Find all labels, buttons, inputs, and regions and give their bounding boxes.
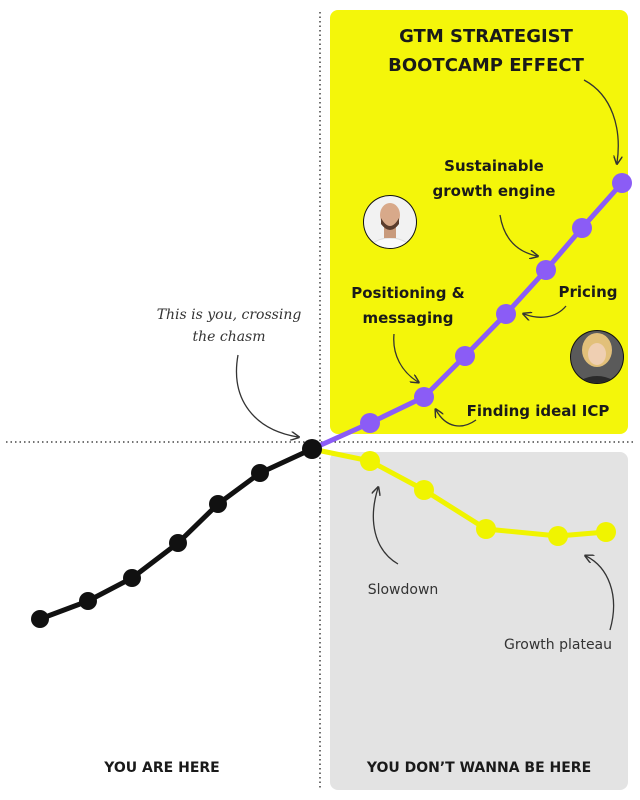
- label-slowdown: Slowdown: [368, 582, 439, 598]
- yellow-point: [414, 480, 434, 500]
- purple-point: [496, 304, 516, 324]
- yellow-point: [548, 526, 568, 546]
- arrow-positioning: [393, 333, 418, 382]
- label-sustainable-1: Sustainable: [444, 157, 544, 175]
- annotation-arrows: [236, 79, 619, 631]
- label-finding-icp: Finding ideal ICP: [467, 402, 610, 420]
- arrow-slowdown: [373, 488, 399, 565]
- black-points: [31, 464, 269, 628]
- label-you-1: This is you, crossing: [157, 307, 302, 323]
- yellow-point: [476, 519, 496, 539]
- purple-point: [572, 218, 592, 238]
- chasm-crossing-point: [302, 439, 322, 459]
- arrow-finding-icp: [436, 410, 477, 427]
- purple-point: [360, 413, 380, 433]
- label-growth-plateau: Growth plateau: [504, 637, 612, 653]
- purple-point: [455, 346, 475, 366]
- arrow-pricing: [524, 305, 567, 317]
- arrow-plateau: [586, 556, 615, 631]
- purple-point: [414, 387, 434, 407]
- black-point: [251, 464, 269, 482]
- yellow-point: [360, 451, 380, 471]
- label-positioning-1: Positioning &: [351, 284, 465, 302]
- black-point: [209, 495, 227, 513]
- footer-dont-wanna-be-here: YOU DON’T WANNA BE HERE: [366, 760, 591, 776]
- purple-points: [360, 173, 632, 433]
- label-pricing: Pricing: [559, 283, 618, 301]
- yellow-points: [360, 451, 616, 546]
- woman-avatar: [570, 330, 624, 384]
- black-growth-line: [39, 446, 314, 622]
- success-panel: [330, 10, 628, 434]
- arrow-you: [236, 354, 298, 437]
- black-point: [123, 569, 141, 587]
- black-point: [169, 534, 187, 552]
- label-sustainable-2: growth engine: [433, 182, 556, 200]
- label-positioning-2: messaging: [362, 309, 453, 327]
- black-point: [79, 592, 97, 610]
- black-point: [31, 610, 49, 628]
- label-you-2: the chasm: [192, 329, 265, 345]
- title-line-1: GTM STRATEGIST: [399, 26, 574, 47]
- arrow-title: [583, 79, 618, 163]
- man-avatar: [363, 195, 417, 249]
- purple-point: [536, 260, 556, 280]
- title-line-2: BOOTCAMP EFFECT: [388, 55, 585, 76]
- purple-point: [612, 173, 632, 193]
- arrow-sustainable: [499, 214, 537, 256]
- footer-you-are-here: YOU ARE HERE: [103, 760, 219, 776]
- yellow-point: [596, 522, 616, 542]
